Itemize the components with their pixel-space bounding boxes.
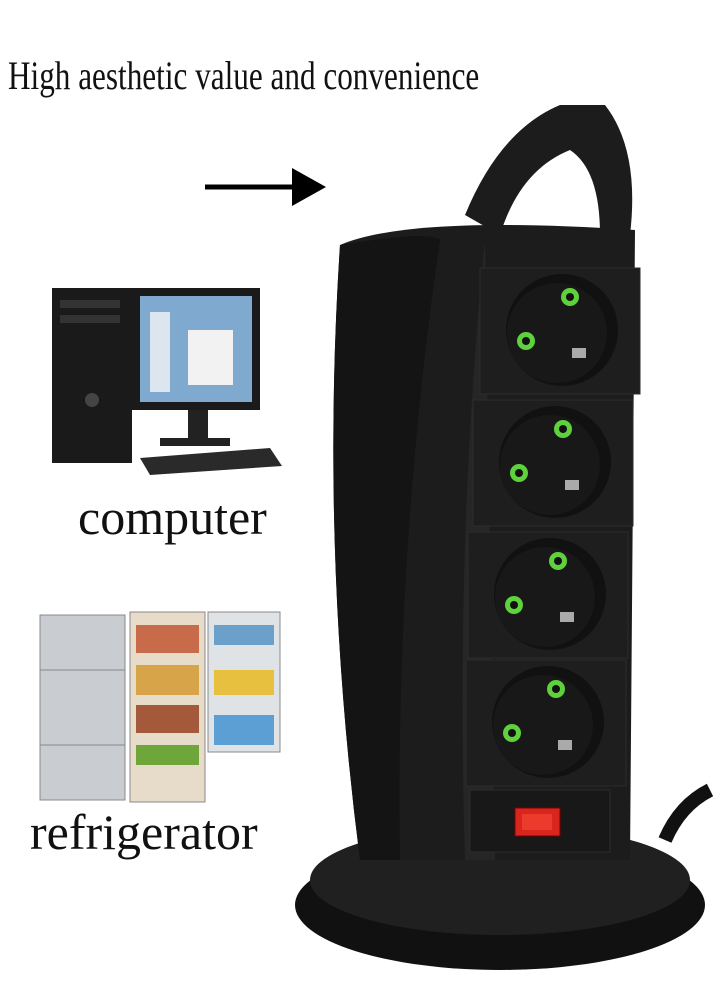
computer-label: computer xyxy=(78,489,267,545)
outlet-socket xyxy=(465,659,627,787)
outlet-socket xyxy=(472,399,634,527)
outlet-socket xyxy=(467,531,629,659)
computer-image xyxy=(52,288,282,475)
arrow-right-icon xyxy=(205,168,326,206)
refrigerator-image xyxy=(39,611,281,803)
refrigerator-label: refrigerator xyxy=(30,804,258,860)
power-strip-image xyxy=(295,105,714,970)
outlet-socket xyxy=(479,267,641,395)
headline: High aesthetic value and convenience xyxy=(8,53,480,98)
